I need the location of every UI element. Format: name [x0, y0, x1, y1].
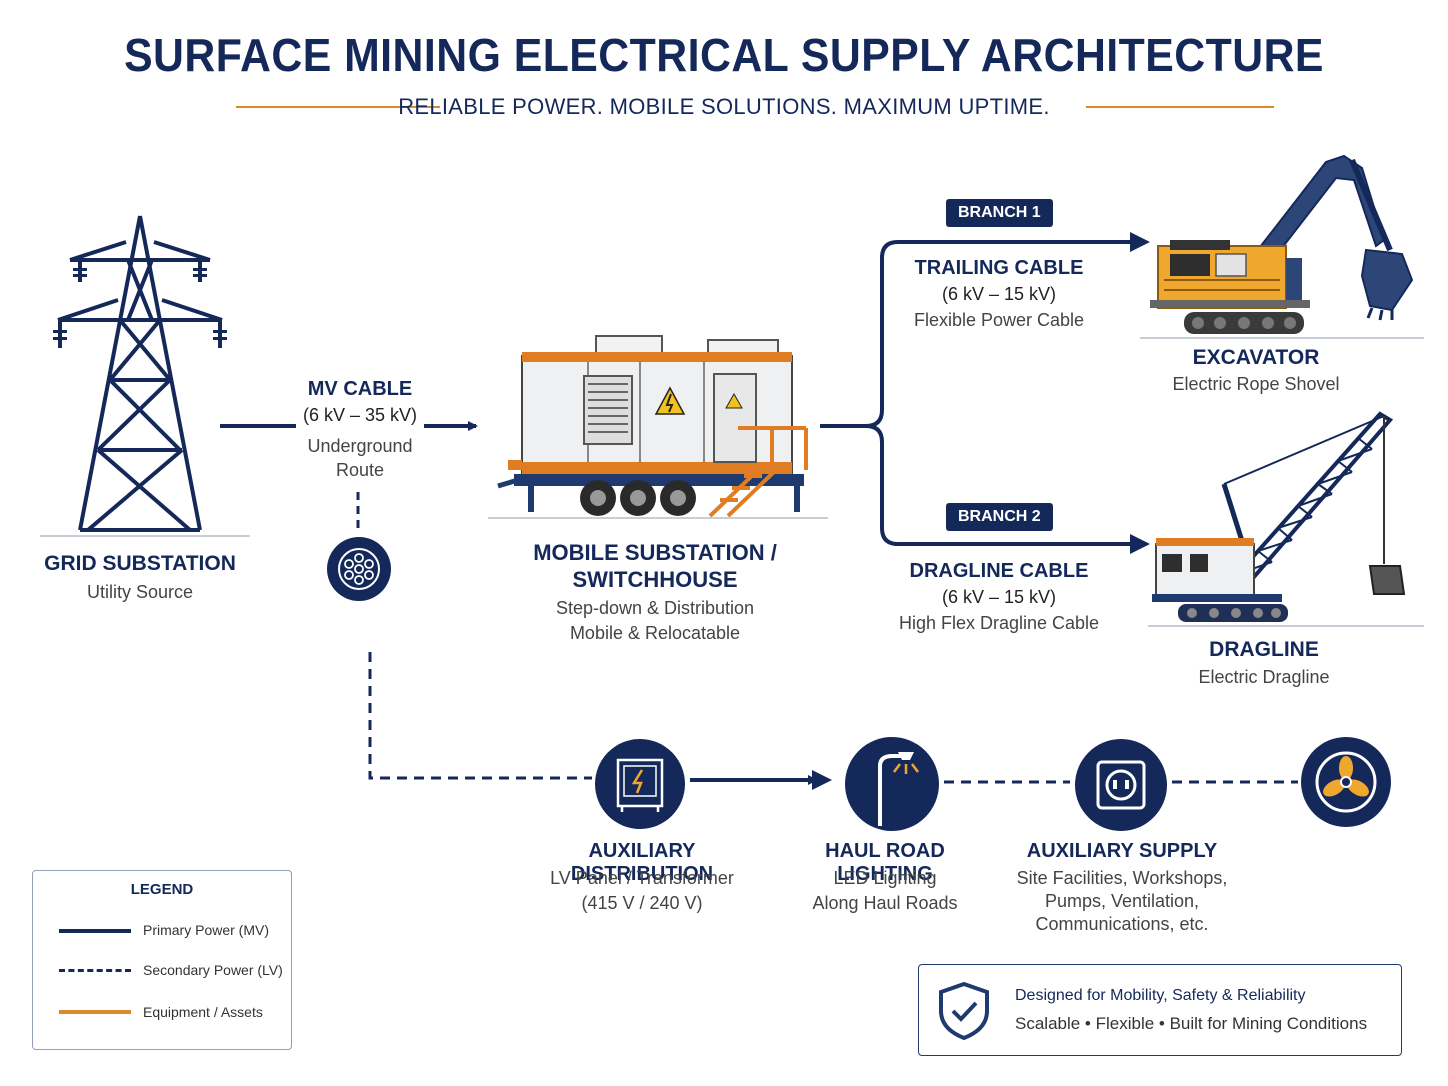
excavator-title: EXCAVATOR: [1192, 346, 1320, 369]
excavator-icon: [1140, 154, 1424, 339]
branch2-title: DRAGLINE CABLE: [909, 560, 1089, 582]
footer-line1: Designed for Mobility, Safety & Reliabil…: [1015, 987, 1306, 1004]
lv-panel-icon: [595, 739, 685, 829]
substation-desc-line2: Mobile & Relocatable: [569, 623, 741, 643]
grid-substation-subtitle: Utility Source: [86, 582, 194, 602]
header-rule-left: [236, 106, 440, 108]
mv-cable-title: MV CABLE: [307, 378, 413, 400]
branch1-desc: Flexible Power Cable: [913, 310, 1085, 330]
legend: LEGEND Primary Power (MV) Secondary Powe…: [32, 870, 292, 1050]
branch1-title: TRAILING CABLE: [914, 257, 1084, 279]
header-rule-right: [1086, 106, 1274, 108]
page-subtitle: RELIABLE POWER. MOBILE SOLUTIONS. MAXIMU…: [398, 94, 1050, 119]
dragline-subtitle: Electric Dragline: [1198, 667, 1330, 687]
branch2-badge: BRANCH 2: [946, 503, 1053, 531]
transmission-tower-icon: [40, 215, 250, 537]
primary-line-branch2: [865, 424, 1140, 546]
haul-road-title: HAUL ROAD LIGHTING: [825, 840, 945, 885]
footer-box: Designed for Mobility, Safety & Reliabil…: [918, 964, 1402, 1056]
fan-icon: [1301, 737, 1391, 827]
aux-distribution-title: AUXILIARY DISTRIBUTION: [570, 840, 714, 885]
aux-supply-line3: Communications, etc.: [1035, 914, 1209, 934]
substation-desc-line1: Step-down & Distribution: [555, 598, 755, 618]
footer-line2: Scalable • Flexible • Built for Mining C…: [1015, 1014, 1368, 1033]
substation-title-line2: SWITCHHOUSE: [572, 567, 738, 592]
branch2-desc: High Flex Dragline Cable: [898, 613, 1100, 633]
legend-item-secondary: Secondary Power (LV): [143, 962, 283, 978]
mv-cable-desc-1: Underground: [307, 436, 413, 456]
legend-swatch-primary: [59, 929, 131, 933]
haul-road-line2: Along Haul Roads: [812, 893, 958, 913]
grid-substation-title: GRID SUBSTATION: [44, 552, 236, 575]
aux-supply-title: AUXILIARY SUPPLY: [1026, 840, 1218, 862]
mv-cable-voltage: (6 kV – 35 kV): [302, 405, 418, 425]
page-title: SURFACE MINING ELECTRICAL SUPPLY ARCHITE…: [124, 29, 1324, 81]
legend-item-primary: Primary Power (MV): [143, 922, 270, 938]
street-light-icon: [845, 737, 939, 831]
mobile-substation-trailer-icon: [488, 335, 828, 519]
branch1-badge: BRANCH 1: [946, 199, 1053, 227]
legend-swatch-secondary: [59, 969, 131, 972]
branch1-voltage: (6 kV – 15 kV): [941, 284, 1057, 304]
legend-item-equipment: Equipment / Assets: [143, 1004, 263, 1020]
aux-supply-line1: Site Facilities, Workshops,: [1016, 868, 1228, 888]
branch2-voltage: (6 kV – 15 kV): [941, 587, 1057, 607]
haul-road-line1: LED Lighting: [833, 868, 937, 888]
aux-distribution-line1: LV Panel / Transformer: [550, 868, 734, 888]
excavator-subtitle: Electric Rope Shovel: [1172, 374, 1340, 394]
legend-swatch-equipment: [59, 1010, 131, 1014]
cable-cross-section-icon: [327, 537, 391, 601]
power-socket-icon: [1075, 739, 1167, 831]
dragline-title: DRAGLINE: [1209, 638, 1319, 661]
dragline-icon: [1148, 411, 1424, 627]
aux-distribution-line2: (415 V / 240 V): [581, 893, 703, 913]
aux-supply-line2: Pumps, Ventilation,: [1044, 891, 1200, 911]
legend-title: LEGEND: [130, 881, 194, 898]
secondary-line-aux: [368, 652, 592, 780]
shield-check-icon: [939, 981, 989, 1041]
substation-title-line1: MOBILE SUBSTATION /: [533, 540, 777, 565]
mv-cable-desc-2: Route: [335, 460, 385, 480]
